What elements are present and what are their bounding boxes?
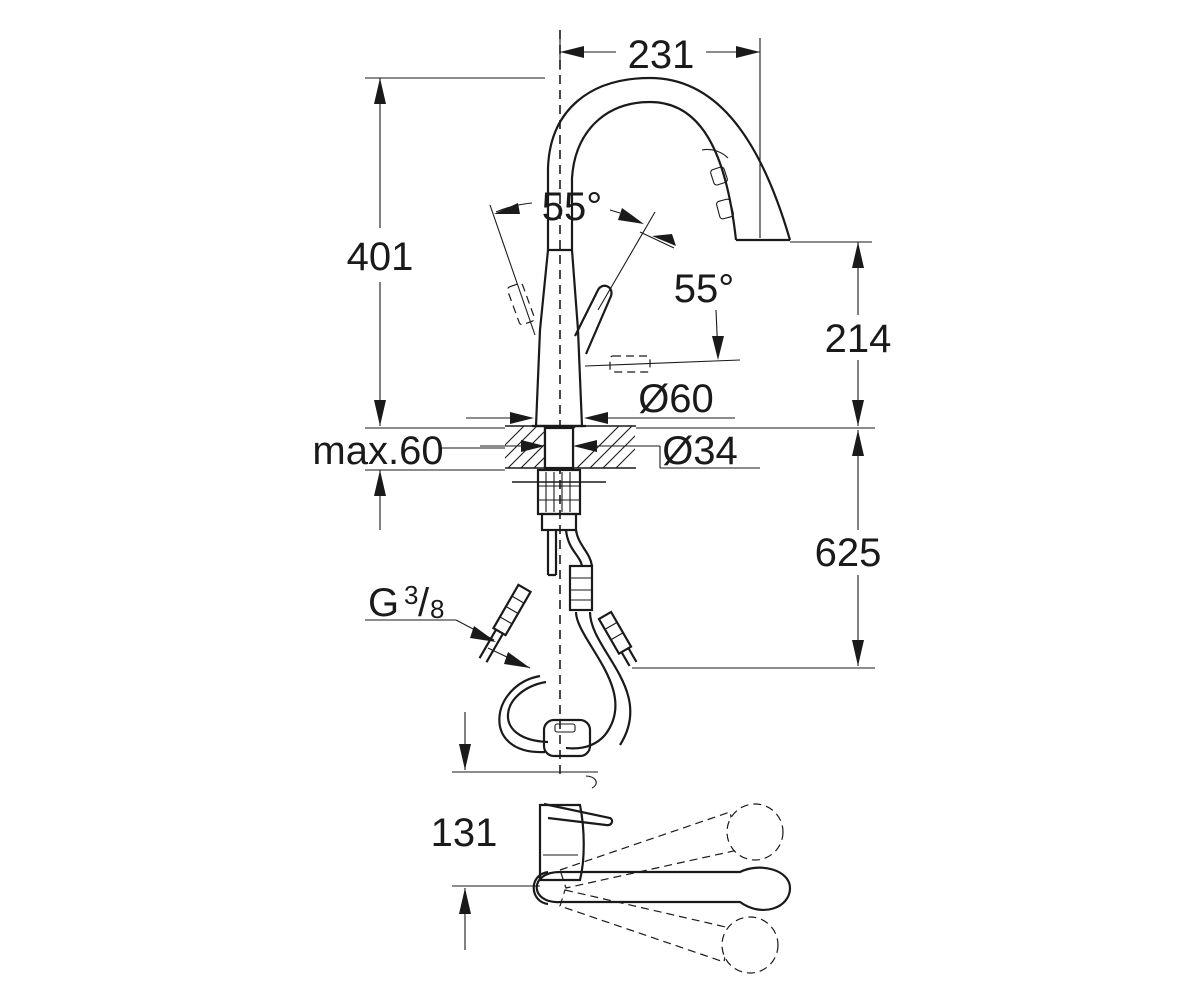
lever-ghost-left-axis (489, 204, 536, 336)
top-view-lever-detail (585, 775, 597, 789)
label-body-diameter: Ø60 (638, 377, 714, 421)
faucet-lever (574, 284, 613, 355)
ghost-spout-upper (559, 811, 739, 889)
flex-connector-left (478, 583, 533, 663)
label-shank-diameter: Ø34 (662, 429, 738, 473)
label-top-view-depth: 131 (431, 811, 498, 855)
spray-button-1 (710, 166, 728, 186)
top-view-body (538, 803, 585, 882)
flex-connector-right (597, 610, 638, 667)
spout-outline (546, 76, 792, 250)
faucet-side-view (478, 30, 792, 780)
spray-head-joint (701, 148, 729, 159)
hose-weight (542, 718, 592, 758)
label-thread-base: G (368, 581, 399, 625)
faucet-top-view (532, 775, 792, 974)
mounting-nut (536, 468, 582, 516)
hose-connector (564, 529, 594, 567)
top-view-lever (543, 802, 614, 827)
label-lever-angle-left: 55° (542, 185, 603, 229)
spout-inner-line (570, 100, 738, 250)
label-thread-denominator: 8 (430, 594, 444, 624)
shank-mask (544, 427, 574, 469)
label-thread-numerator: 3 (404, 580, 418, 610)
lever-angle-right-axis (597, 211, 656, 311)
hose-weight-inner (554, 723, 576, 733)
label-thread-slash: / (418, 581, 430, 625)
faucet-body (534, 248, 584, 428)
label-total-height: 401 (347, 235, 414, 279)
lever-ghost-right-axis (584, 359, 741, 367)
ghost-spout-lower-tip (721, 916, 779, 974)
label-spout-reach: 231 (628, 33, 695, 77)
ghost-spout-upper-tip (726, 803, 784, 861)
mounting-fitting (540, 512, 578, 532)
label-spout-height: 214 (825, 317, 892, 361)
hose-quick-connector-ribs (570, 577, 592, 601)
lever-ghost-left (506, 282, 536, 326)
label-hose-length: 625 (815, 531, 882, 575)
dimension-lines (365, 38, 875, 950)
supply-pipe-left (546, 530, 558, 577)
label-max-deck-thickness: max.60 (312, 429, 443, 473)
top-view-spout-base (532, 870, 549, 906)
label-lever-angle-right: 55° (674, 267, 735, 311)
pull-out-hose (565, 611, 632, 750)
hose-quick-connector (568, 564, 594, 612)
dimension-labels: 231 401 214 55° 55° Ø60 Ø34 max.60 625 G… (312, 33, 891, 855)
mounting-nut-ribs (538, 472, 580, 512)
pull-out-hose-left (498, 674, 549, 754)
ghost-spout-lower (559, 889, 731, 963)
top-view-spout (535, 866, 792, 912)
spray-button-2 (716, 198, 734, 220)
